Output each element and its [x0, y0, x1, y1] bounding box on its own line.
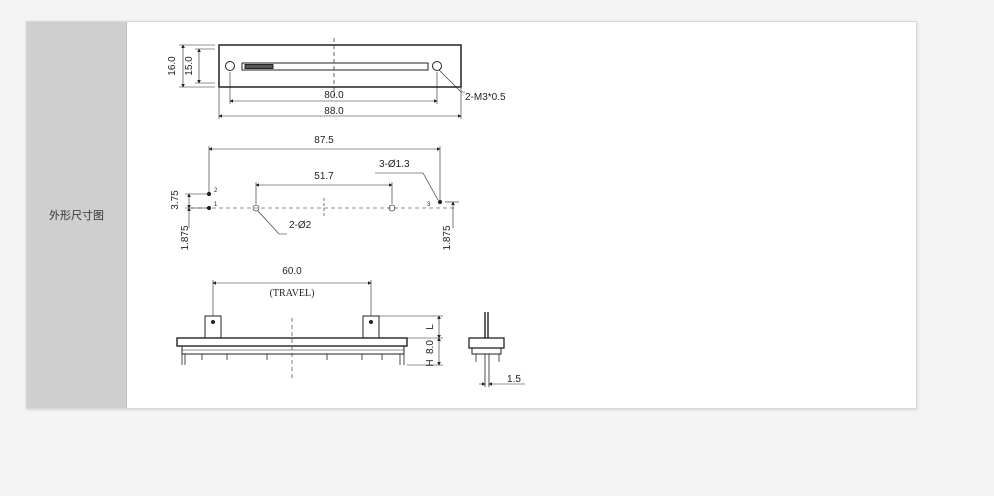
end-body-top — [468, 337, 505, 349]
dim-lever-height: L — [425, 324, 436, 330]
pin-2 — [206, 191, 212, 197]
locating-hole-left — [252, 204, 260, 212]
row-label: 外形尺寸图 — [49, 209, 104, 222]
pin-view — [185, 146, 459, 235]
mount-hole-right — [432, 61, 442, 71]
pin-3 — [437, 199, 443, 205]
hole-note: 2-Ø2 — [289, 220, 312, 231]
slider-knob — [244, 64, 274, 69]
dimension-drawing: 16.0 15.0 80.0 88.0 2-M3*0.5 — [127, 22, 916, 408]
lever-right — [362, 315, 380, 339]
top-view — [179, 38, 465, 119]
locating-hole-right — [388, 204, 396, 212]
end-body-bottom — [471, 347, 502, 355]
mount-hole-left — [225, 61, 235, 71]
dim-pin-thickness: 1.5 — [507, 374, 521, 385]
pin-3-label: 3 — [427, 202, 431, 208]
dim-travel: 60.0 — [282, 266, 302, 277]
pin-1-label: 1 — [214, 202, 218, 208]
mount-note: 2-M3*0.5 — [465, 92, 506, 103]
travel-label: (TRAVEL) — [270, 288, 315, 299]
dim-body-height: 8.0 — [425, 340, 436, 354]
dim-hole-pitch: 80.0 — [324, 90, 344, 101]
row-label-cell: 外形尺寸图 — [27, 22, 127, 408]
dim-height-inner: 15.0 — [184, 56, 195, 76]
dim-offset-left: 1.875 — [180, 225, 191, 250]
pin-note: 3-Ø1.3 — [379, 159, 410, 170]
pin-2-label: 2 — [214, 188, 218, 194]
dim-offset-top: 3.75 — [170, 190, 181, 210]
slider-slot — [241, 62, 429, 71]
dim-pin-span: 87.5 — [314, 135, 334, 146]
side-view — [176, 280, 443, 378]
dim-height-outer: 16.0 — [167, 56, 178, 76]
dim-inner-span: 51.7 — [314, 171, 334, 182]
top-body-outline — [218, 44, 462, 88]
pin-1 — [206, 205, 212, 211]
end-view — [468, 312, 525, 387]
spec-table: 外形尺寸图 — [26, 21, 917, 409]
dim-offset-right: 1.875 — [442, 225, 453, 250]
dimension-drawing-svg: 16.0 15.0 80.0 88.0 2-M3*0.5 — [167, 38, 525, 387]
lever-left — [204, 315, 222, 339]
dim-body-height-letter: H — [425, 359, 436, 366]
dim-overall-length: 88.0 — [324, 106, 344, 117]
